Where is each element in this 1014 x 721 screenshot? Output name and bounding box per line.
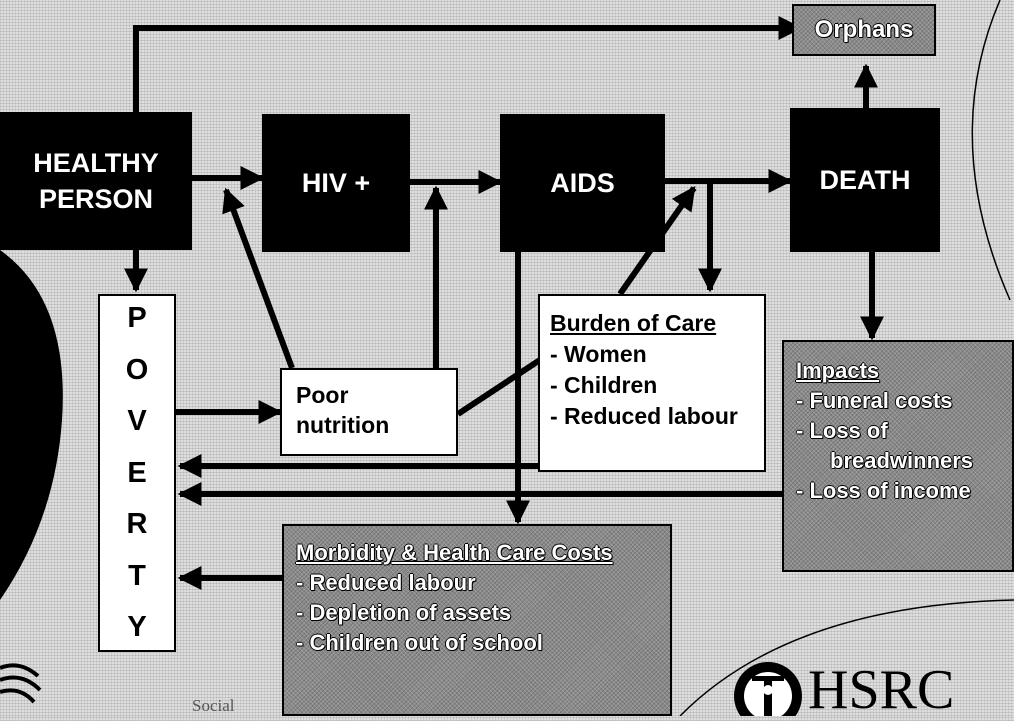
impacts-item: - Loss of income: [796, 478, 971, 503]
burden-item: - Women: [550, 341, 647, 367]
hsrc-emblem-icon: [734, 662, 802, 716]
morbidity-box: Morbidity & Health Care Costs - Reduced …: [282, 524, 672, 716]
morbidity-heading: Morbidity & Health Care Costs: [296, 540, 613, 565]
footer-faded-text: Social: [192, 696, 235, 715]
poverty-letter: T: [128, 559, 146, 592]
aids-node: AIDS: [500, 114, 665, 252]
burden-of-care-heading: Burden of Care: [550, 310, 717, 336]
left-swoosh-decoration: [0, 250, 63, 600]
poverty-letter: Y: [127, 611, 147, 643]
healthy-person-line-1: HEALTHY: [33, 148, 159, 178]
orphans-node: Orphans: [792, 4, 936, 56]
hsrc-logo: HSRC: [808, 659, 955, 721]
poverty-letter: P: [127, 302, 147, 334]
poverty-letter: O: [125, 353, 149, 386]
impacts-box: Impacts - Funeral costs - Loss of breadw…: [782, 340, 1014, 572]
death-node: DEATH: [790, 108, 940, 252]
burden-item: - Children: [550, 372, 658, 398]
right-arc-decoration: [971, 0, 1011, 301]
hiv-node: HIV +: [262, 114, 410, 252]
poverty-letter: V: [127, 405, 147, 437]
impacts-heading: Impacts: [796, 358, 880, 383]
poor-nutrition-line-1: Poor: [296, 382, 349, 408]
partial-logo-mark: [0, 663, 42, 704]
death-label: DEATH: [819, 164, 911, 195]
orphans-label: Orphans: [814, 16, 914, 43]
bottom-arc-decoration: [679, 599, 1014, 716]
poverty-letter: R: [126, 508, 148, 540]
morbidity-item: - Depletion of assets: [296, 600, 512, 625]
impacts-item: - Loss of: [796, 418, 888, 443]
poverty-node: P O V E R T Y: [98, 294, 176, 652]
morbidity-item: - Children out of school: [296, 630, 543, 655]
impacts-item: breadwinners: [830, 448, 974, 473]
hiv-label: HIV +: [301, 167, 371, 198]
aids-label: AIDS: [550, 167, 615, 198]
healthy-person-line-2: PERSON: [38, 184, 154, 214]
burden-item: - Reduced labour: [550, 403, 738, 429]
morbidity-item: - Reduced labour: [296, 570, 476, 595]
impacts-item: - Funeral costs: [796, 388, 953, 413]
poverty-letter: E: [127, 456, 147, 489]
arrow-nutrition-to-burden: [456, 349, 554, 417]
burden-of-care-box: Burden of Care - Women - Children - Redu…: [538, 294, 766, 472]
poor-nutrition-line-2: nutrition: [296, 412, 390, 438]
healthy-person-node: HEALTHY PERSON: [0, 112, 192, 250]
arrow-healthy-to-orphans: [133, 16, 803, 112]
poor-nutrition-node: Poor nutrition: [280, 368, 458, 456]
arrow-nutrition-to-healthy-hiv: [222, 187, 295, 370]
